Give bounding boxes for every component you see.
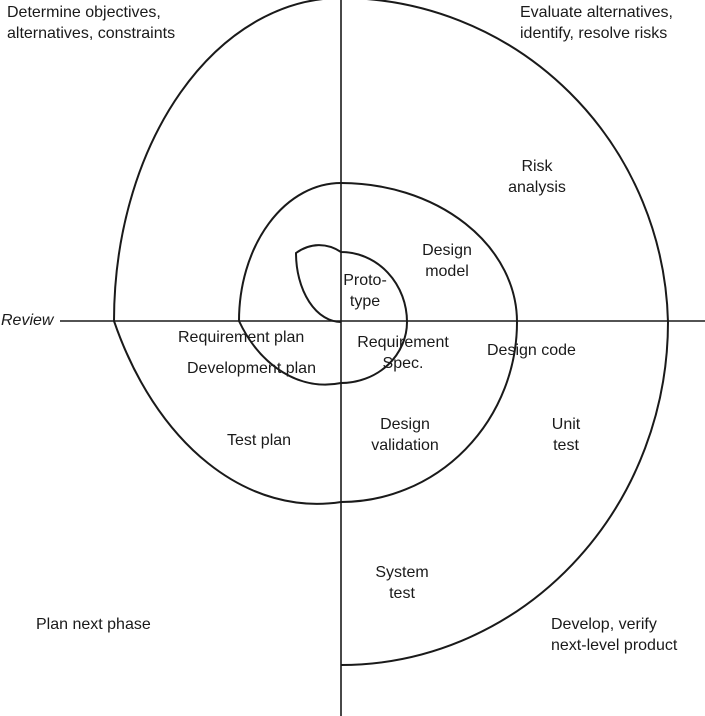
quadrant-label-plan-next-phase: Plan next phase — [36, 616, 151, 633]
step-unit-test: Unit test — [551, 416, 581, 454]
step-risk-analysis: Risk analysis — [508, 158, 566, 196]
spiral-curve — [112, 0, 670, 666]
step-design-validation: Design validation — [371, 416, 439, 454]
quadrant-label-develop-verify: Develop, verify next-level product — [551, 616, 678, 654]
quadrant-label-evaluate-alternatives: Evaluate alternatives, identify, resolve… — [520, 4, 673, 42]
step-test-plan: Test plan — [227, 432, 292, 449]
step-requirement-spec: Requirement Spec. — [357, 334, 449, 372]
review-label: Review — [1, 312, 54, 329]
step-system-test: System test — [375, 564, 429, 602]
quadrant-label-determine-objectives: Determine objectives, alternatives, cons… — [7, 4, 176, 42]
step-requirement-plan: Requirement plan — [178, 329, 305, 346]
step-development-plan: Development plan — [187, 360, 316, 377]
step-prototype: Proto- type — [343, 272, 387, 310]
step-design-model: Design model — [422, 242, 472, 280]
step-design-code: Design code — [487, 342, 576, 359]
